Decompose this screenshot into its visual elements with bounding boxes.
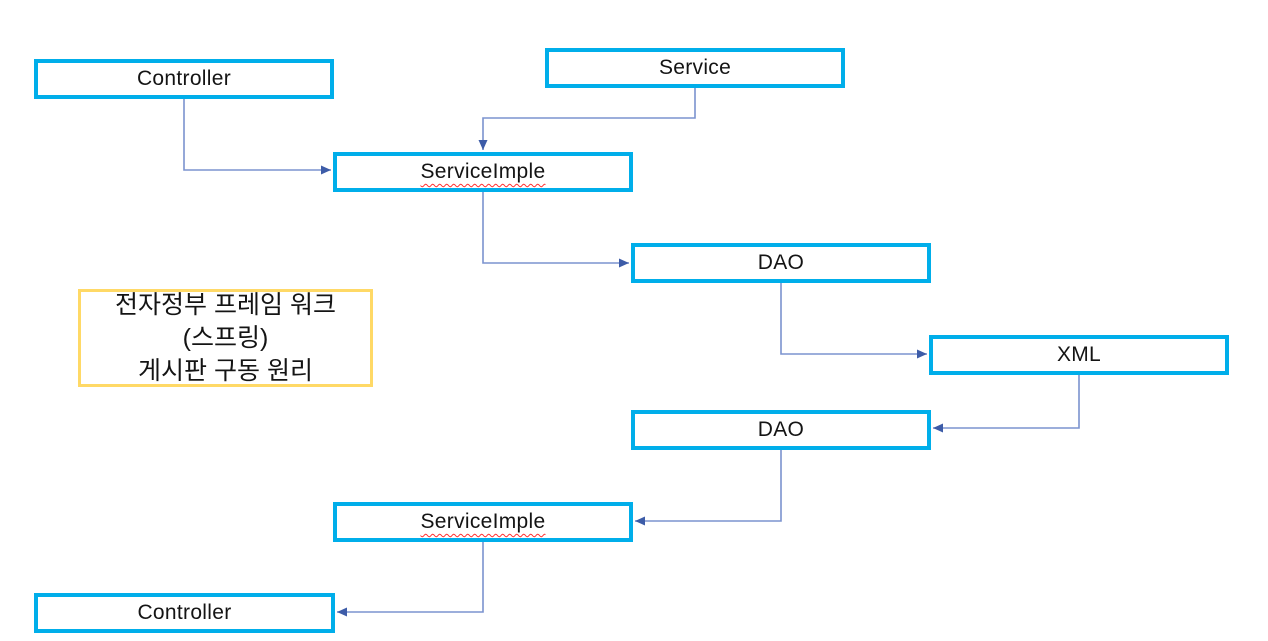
connector-xml-to-dao2 [933, 375, 1080, 433]
connector-controller-to-serviceimple [183, 99, 331, 175]
note-line-2: (스프링) [182, 323, 269, 352]
node-controller-top[interactable]: Controller [34, 59, 334, 99]
connector-dao-to-xml [780, 283, 927, 359]
node-label: Service [658, 56, 732, 79]
node-label: Controller [136, 67, 232, 90]
node-label: ServiceImple [420, 160, 546, 183]
connector-serviceimple-to-dao [482, 192, 629, 268]
node-label: DAO [757, 418, 805, 441]
node-serviceimple-1[interactable]: ServiceImple [333, 152, 633, 192]
connector-dao2-to-serviceimple2 [635, 450, 782, 526]
node-label: Controller [137, 601, 232, 624]
node-dao-1[interactable]: DAO [631, 243, 931, 283]
note-line-3: 게시판 구동 원리 [138, 356, 313, 385]
node-serviceimple-2[interactable]: ServiceImple [333, 502, 633, 542]
node-label: XML [1056, 343, 1102, 366]
connector-serviceimple2-to-controller2 [337, 542, 484, 617]
note-box[interactable]: 전자정부 프레임 워크 (스프링) 게시판 구동 원리 [78, 289, 373, 387]
node-label: ServiceImple [420, 510, 546, 533]
node-controller-bottom[interactable]: Controller [34, 593, 335, 633]
node-xml[interactable]: XML [929, 335, 1229, 375]
node-dao-2[interactable]: DAO [631, 410, 931, 450]
note-line-1: 전자정부 프레임 워크 [115, 290, 336, 319]
node-label: DAO [757, 251, 805, 274]
node-service[interactable]: Service [545, 48, 845, 88]
connector-service-to-serviceimple [478, 88, 696, 150]
